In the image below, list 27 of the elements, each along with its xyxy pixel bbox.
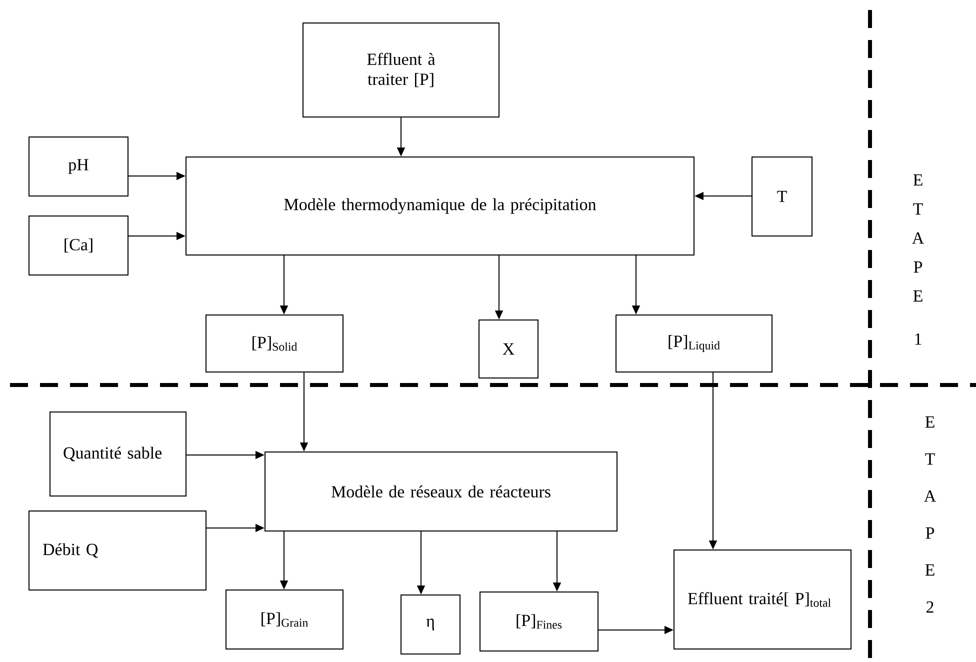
stage-letter: 1 (915, 333, 922, 345)
process-box: [P]$_{Grain}$ (226, 590, 344, 650)
stage-letter: P (926, 527, 934, 539)
process-box: [Ca] (28, 216, 128, 276)
stage-letter: A (924, 490, 936, 502)
process-box: Modèle thermodynamique de la précipitation (186, 156, 694, 256)
process-box: pH (28, 136, 128, 196)
process-box: [P]$_{Liquid}$ (616, 314, 772, 372)
process-box: Effluent traité[ P]$_{total}$ (674, 550, 852, 650)
stage-letter: P (914, 261, 922, 273)
process-box: Quantité sable (50, 412, 186, 496)
process-box: [P]$_{Fines}$ (480, 592, 598, 652)
process-box: X (478, 320, 538, 378)
stage-letter: E (913, 290, 922, 302)
process-box: Débit Q (28, 510, 206, 590)
stage-letter: 2 (926, 601, 934, 613)
stage-letter: E (925, 564, 934, 576)
process-box: η (400, 594, 460, 654)
process-box: T (752, 156, 812, 236)
stage-letter: E (925, 416, 934, 428)
process-box: Effluent à traiter [P] (302, 22, 500, 118)
process-box: [P]$_{Solid}$ (206, 314, 344, 372)
stage-letter: T (925, 453, 935, 465)
process-box: Modèle de réseaux de réacteurs (264, 452, 618, 532)
stage-letter: A (912, 232, 924, 244)
stage-letter: E (913, 174, 922, 186)
stage-letter: T (913, 203, 923, 215)
